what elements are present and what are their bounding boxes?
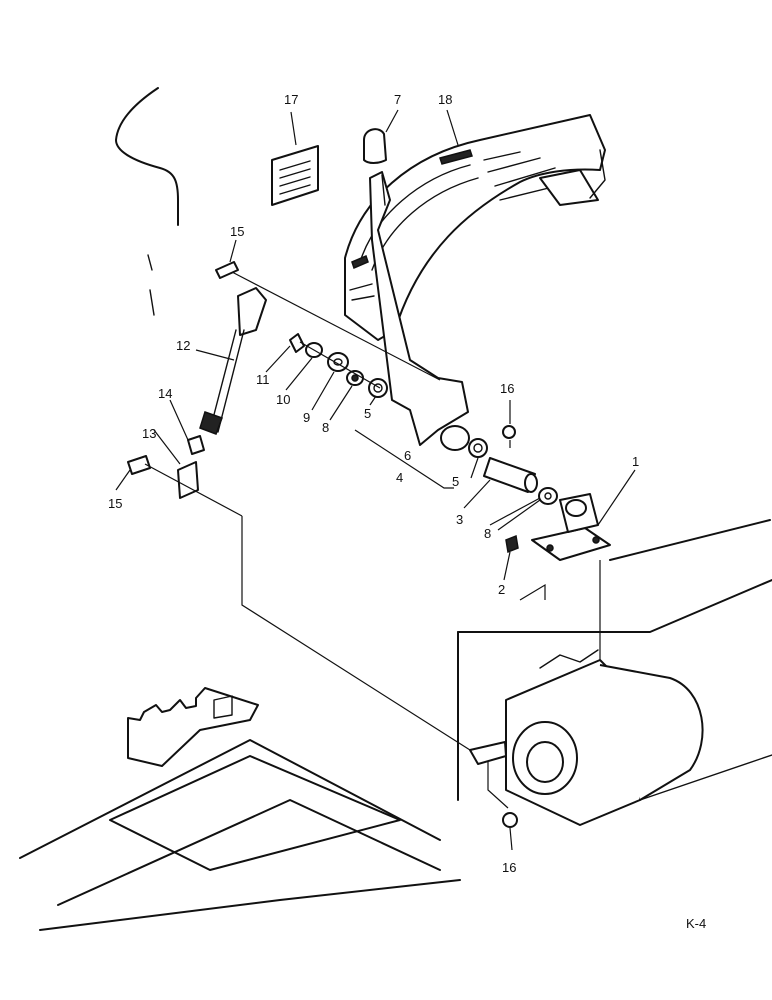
assembly-lines — [144, 271, 601, 809]
callout-4: 4 — [396, 470, 403, 485]
clevis-12 — [237, 287, 267, 336]
callout-16-top: 16 — [500, 381, 514, 396]
callout-15-bottom: 15 — [108, 496, 122, 511]
washer-8b — [538, 487, 558, 505]
transmission-housing — [457, 519, 772, 826]
body-panel-outline — [115, 87, 179, 316]
mounting-bracket-part — [531, 493, 611, 561]
callout-15-top: 15 — [230, 224, 244, 239]
quadrant-guide-part — [344, 114, 606, 341]
callout-10: 10 — [276, 392, 290, 407]
callout-7: 7 — [394, 92, 401, 107]
figure-code: K-4 — [686, 916, 706, 931]
nut-14 — [187, 435, 205, 455]
callout-8-top: 8 — [322, 420, 329, 435]
callout-6: 6 — [404, 448, 411, 463]
bushing-5b — [468, 438, 488, 458]
nut-16-top — [502, 425, 516, 439]
callout-5-bottom: 5 — [452, 474, 459, 489]
nut-16-bottom — [502, 812, 518, 828]
callout-18: 18 — [438, 92, 452, 107]
grease-fitting-2 — [505, 534, 519, 554]
callout-16-bottom: 16 — [502, 860, 516, 875]
control-lever-part — [369, 171, 470, 451]
callout-leaders — [115, 109, 636, 851]
bolt-11 — [289, 333, 305, 353]
lever-knob-part — [363, 128, 387, 164]
callout-2: 2 — [498, 582, 505, 597]
callout-17: 17 — [284, 92, 298, 107]
hardware-parts — [127, 261, 558, 828]
callout-14: 14 — [158, 386, 172, 401]
bushing-5a — [368, 378, 388, 398]
callout-5-top: 5 — [364, 406, 371, 421]
pin-15-bottom — [127, 455, 151, 475]
callout-11: 11 — [256, 372, 270, 387]
lower-body-panel — [19, 687, 461, 931]
callout-12: 12 — [176, 338, 190, 353]
pin-15-top — [215, 261, 239, 279]
callout-13: 13 — [142, 426, 156, 441]
decal-plate-part — [271, 145, 319, 206]
callout-8-bottom: 8 — [484, 526, 491, 541]
callout-1: 1 — [632, 454, 639, 469]
callout-9: 9 — [303, 410, 310, 425]
clevis-13 — [177, 461, 199, 499]
callout-3: 3 — [456, 512, 463, 527]
callout-labels: 17 7 18 15 12 11 10 9 8 5 14 13 15 6 4 5… — [108, 92, 706, 931]
